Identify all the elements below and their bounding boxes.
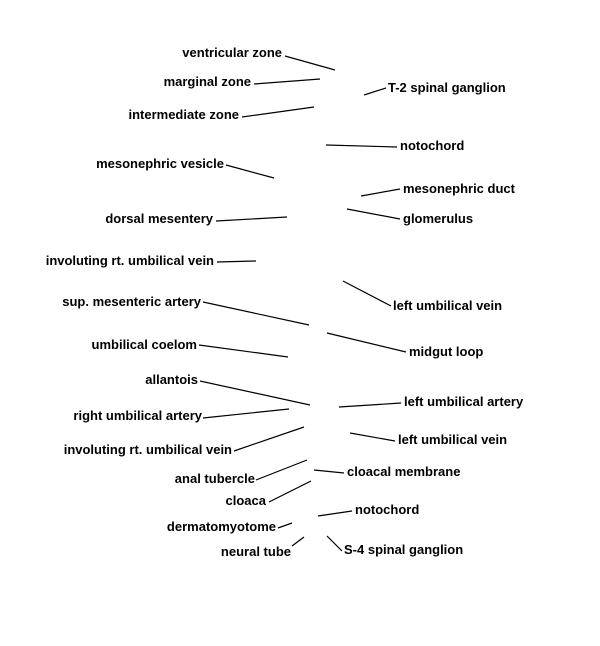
label-involuting-rt-umbilical-vein-upper: involuting rt. umbilical vein [45, 253, 214, 268]
leader-t2-spinal-ganglion [363, 87, 387, 96]
label-dorsal-mesentery: dorsal mesentery [105, 211, 213, 226]
leader-notochord-lower [317, 510, 353, 517]
leader-marginal-zone [253, 78, 321, 85]
leader-umbilical-coelom [198, 344, 289, 358]
leader-notochord-upper [325, 144, 398, 148]
leader-allantois [199, 380, 311, 406]
label-sup-mesenteric-artery: sup. mesenteric artery [62, 294, 201, 309]
leader-anal-tubercle [255, 459, 308, 481]
leader-s4-spinal-ganglion [326, 535, 343, 552]
leader-ventricular-zone [284, 55, 336, 71]
leader-left-umbilical-artery [338, 402, 402, 408]
leader-glomerulus [346, 208, 401, 220]
leader-cloacal-membrane [313, 469, 345, 474]
label-involuting-rt-umbilical-vein-lower: involuting rt. umbilical vein [63, 442, 232, 457]
leader-right-umbilical-artery [202, 408, 290, 419]
label-right-umbilical-artery: right umbilical artery [73, 408, 202, 423]
leader-mesonephric-vesicle [225, 164, 275, 179]
label-s4-spinal-ganglion: S-4 spinal ganglion [344, 542, 464, 557]
label-neural-tube: neural tube [220, 544, 291, 559]
leader-sup-mesenteric-artery [202, 301, 310, 326]
label-cloacal-membrane: cloacal membrane [347, 464, 461, 479]
leader-dorsal-mesentery [215, 216, 288, 222]
leader-intermediate-zone [241, 106, 315, 118]
label-allantois: allantois [145, 372, 198, 387]
label-t2-spinal-ganglion: T-2 spinal ganglion [388, 80, 506, 95]
leader-involuting-rt-umbilical-vein-upper [216, 260, 257, 263]
leader-mesonephric-duct [360, 188, 401, 197]
label-notochord-upper: notochord [400, 138, 465, 153]
leader-involuting-rt-umbilical-vein-lower [233, 426, 305, 452]
label-left-umbilical-artery: left umbilical artery [404, 394, 524, 409]
label-intermediate-zone: intermediate zone [128, 107, 239, 122]
leader-cloaca [268, 480, 312, 503]
label-anal-tubercle: anal tubercle [174, 471, 255, 486]
label-mesonephric-vesicle: mesonephric vesicle [96, 156, 224, 171]
label-ventricular-zone: ventricular zone [182, 45, 282, 60]
label-mesonephric-duct: mesonephric duct [403, 181, 515, 196]
leader-dermatomyotome [277, 522, 293, 529]
label-left-umbilical-vein-upper: left umbilical vein [393, 298, 503, 313]
label-marginal-zone: marginal zone [163, 74, 251, 89]
label-midgut-loop: midgut loop [409, 344, 484, 359]
label-cloaca: cloaca [225, 493, 266, 508]
label-umbilical-coelom: umbilical coelom [91, 337, 197, 352]
leader-neural-tube [291, 536, 305, 547]
label-glomerulus: glomerulus [403, 211, 474, 226]
leader-midgut-loop [326, 332, 407, 353]
leader-left-umbilical-vein-upper [342, 280, 392, 307]
label-dermatomyotome: dermatomyotome [166, 519, 276, 534]
label-notochord-lower: notochord [355, 502, 420, 517]
leader-left-umbilical-vein-lower [349, 432, 396, 442]
label-left-umbilical-vein-lower: left umbilical vein [398, 432, 508, 447]
